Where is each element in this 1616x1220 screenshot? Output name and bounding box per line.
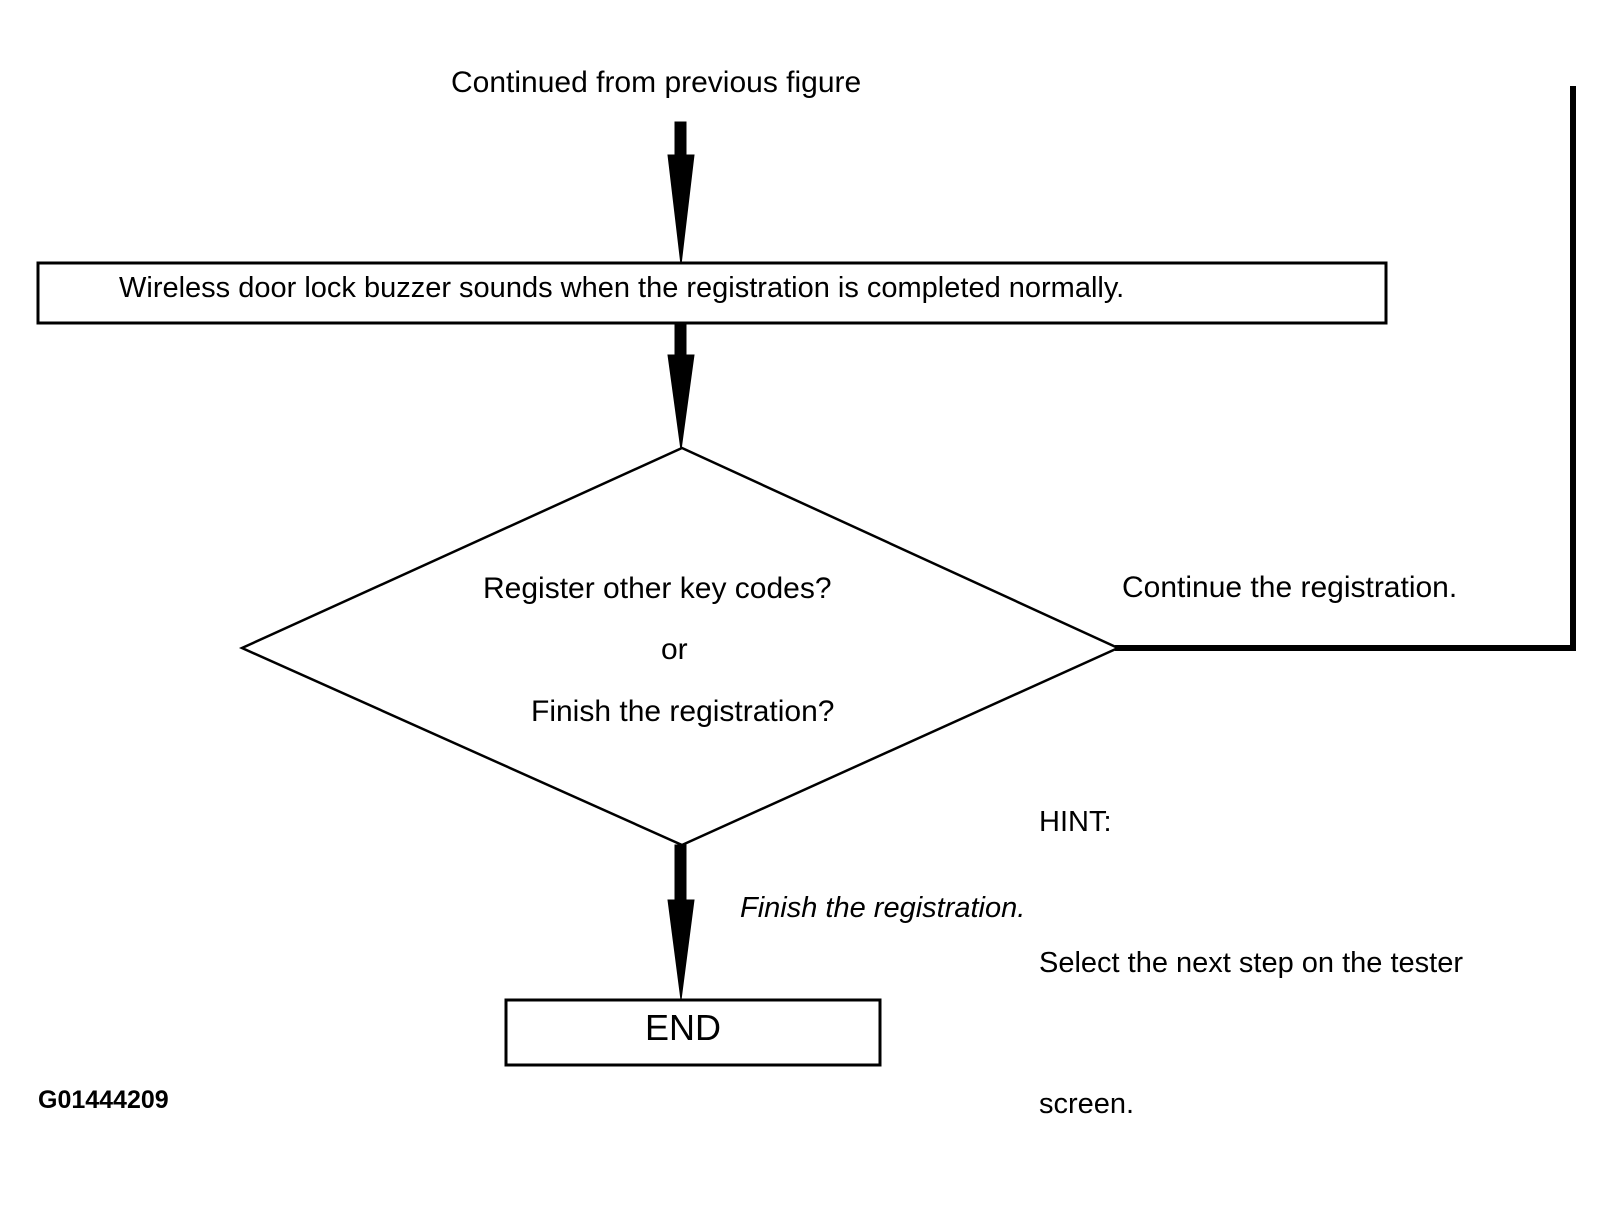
end-box [504,998,882,1067]
entry-label: Continued from previous figure [451,66,862,99]
process-box [36,261,1388,325]
process-box-label: Wireless door lock buzzer sounds when th… [119,272,1125,304]
arrow-process-to-decision [667,324,695,451]
decision-label-line-2: or [661,633,688,666]
branch-label-continue: Continue the registration. [1122,571,1458,604]
hint-line-1: Select the next step on the tester [1039,947,1463,979]
decision-label-line-1: Register other key codes? [483,572,832,605]
hint-title: HINT: [1039,806,1112,838]
branch-label-finish: Finish the registration. [740,892,1026,924]
arrow-decision-to-end [667,844,695,1001]
arrow-entry-to-process [667,121,695,266]
hint-block: HINT: Select the next step on the tester… [1039,705,1463,1220]
figure-id-label: G01444209 [38,1086,169,1114]
connector-continue-registration [1115,86,1576,651]
hint-line-2: screen. [1039,1088,1135,1120]
decision-label-line-3: Finish the registration? [531,695,835,728]
end-box-label: END [645,1007,722,1048]
